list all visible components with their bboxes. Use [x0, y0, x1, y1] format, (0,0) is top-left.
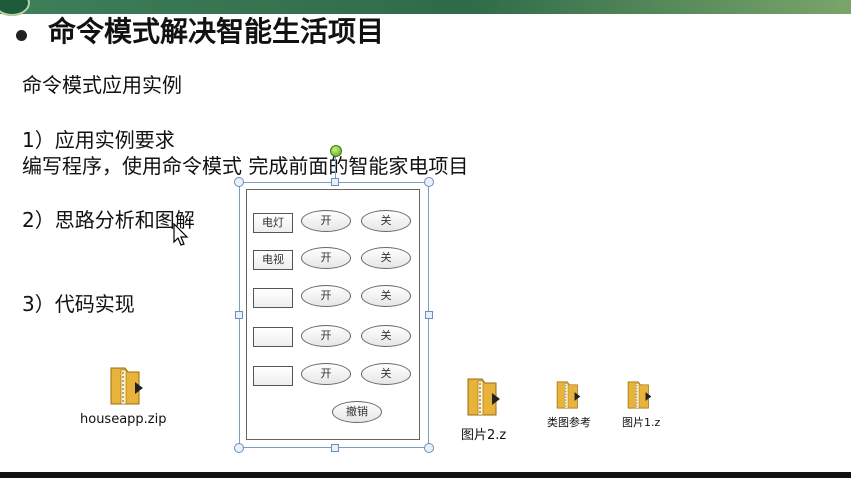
off-button: 关 [361, 285, 411, 307]
on-button: 开 [301, 363, 351, 385]
slide-subtitle: 命令模式应用实例 [22, 73, 182, 97]
bottom-border [0, 472, 851, 478]
code-heading: 3）代码实现 [22, 292, 135, 316]
mouse-cursor-icon [173, 223, 189, 246]
file-name: 图片2.z [461, 428, 507, 443]
resize-handle-bottom-left[interactable] [234, 443, 244, 453]
on-button: 开 [301, 285, 351, 307]
zip-folder-icon [110, 367, 143, 405]
slide-header-strip [0, 0, 851, 16]
resize-handle-bottom-right[interactable] [424, 443, 434, 453]
off-button: 关 [361, 325, 411, 347]
resize-handle-left[interactable] [235, 311, 243, 319]
device-label [253, 366, 293, 386]
zip-folder-icon [556, 381, 581, 409]
resize-handle-top[interactable] [331, 178, 339, 186]
zip-folder-icon [467, 378, 500, 416]
device-label [253, 288, 293, 308]
rotate-handle[interactable] [330, 145, 342, 157]
file-name: houseapp.zip [80, 412, 167, 427]
on-button: 开 [301, 247, 351, 269]
requirements-description: 编写程序，使用命令模式 完成前面的智能家电项目 [22, 154, 469, 178]
off-button: 关 [361, 210, 411, 232]
resize-handle-top-right[interactable] [424, 177, 434, 187]
device-label: 电视 [253, 250, 293, 270]
resize-handle-bottom[interactable] [331, 444, 339, 452]
slide-title: 命令模式解决智能生活项目 [48, 15, 385, 48]
device-label: 电灯 [253, 213, 293, 233]
on-button: 开 [301, 325, 351, 347]
on-button: 开 [301, 210, 351, 232]
device-label [253, 327, 293, 347]
off-button: 关 [361, 247, 411, 269]
zip-folder-icon [627, 381, 652, 409]
undo-button: 撤销 [332, 401, 382, 423]
off-button: 关 [361, 363, 411, 385]
file-name: 图片1.z [622, 416, 661, 429]
file-name: 类图参考 [547, 416, 591, 429]
logo-badge [0, 0, 30, 16]
requirements-heading: 1）应用实例要求 [22, 128, 175, 152]
resize-handle-top-left[interactable] [234, 177, 244, 187]
bullet-dot [16, 30, 27, 41]
analysis-heading: 2）思路分析和图解 [22, 208, 195, 232]
rotation-connector [335, 155, 336, 182]
resize-handle-right[interactable] [425, 311, 433, 319]
